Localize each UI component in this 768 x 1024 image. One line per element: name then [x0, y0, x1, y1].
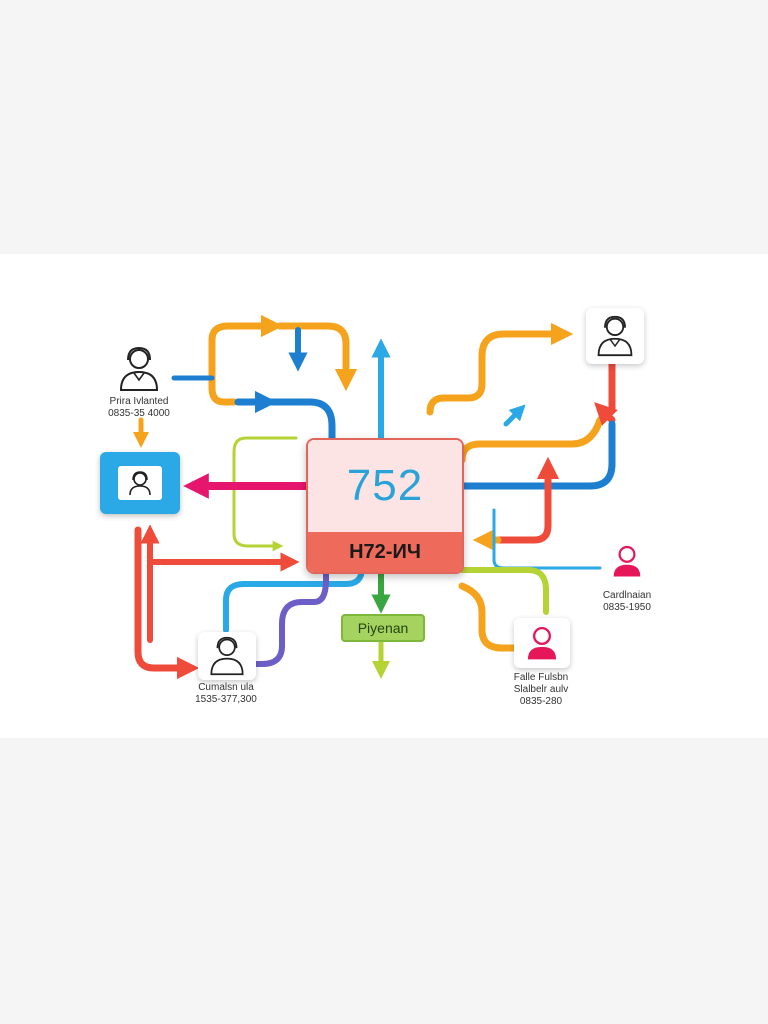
bottom-right-name: Falle Fulsbn — [513, 672, 569, 683]
blue-agent-node[interactable] — [100, 452, 180, 514]
bottom-left-node[interactable] — [198, 632, 256, 680]
top-left-number: 0835-35 4000 — [108, 408, 170, 419]
pill-node[interactable]: Piyenan — [341, 614, 425, 642]
flow-line-orange-bottom-right — [458, 582, 520, 652]
flow-line-lime-loop — [232, 436, 298, 552]
flow-line-red-outer — [134, 526, 200, 680]
flow-line-orange-loop — [276, 322, 358, 392]
bottom-right-number: 0835-280 — [519, 696, 563, 707]
flow-line-orange-top — [208, 314, 284, 406]
flow-line-purple — [245, 567, 329, 667]
central-code: H72-ИЧ — [308, 532, 462, 572]
user-icon — [613, 545, 641, 577]
flow-line-orange-right-mid — [458, 416, 604, 464]
bottom-left-number: 1535-377,300 — [195, 694, 257, 705]
person-icon — [119, 346, 159, 391]
support-agent-icon — [210, 636, 244, 676]
bottom-left-name: Cumalsn ula — [198, 682, 254, 693]
bottom-right-name-2: Slalbelr aulv — [513, 684, 569, 695]
flow-line-red-right-up — [490, 456, 560, 544]
user-icon — [527, 626, 557, 660]
flow-line-orange-right-top — [426, 322, 574, 416]
flow-line-lightblue-diag — [503, 404, 526, 427]
flow-line-blue-arc — [234, 398, 336, 446]
top-right-node[interactable] — [586, 308, 644, 364]
flow-line-red-right-head — [594, 402, 618, 426]
bottom-right-node[interactable] — [514, 618, 570, 668]
right-name: Cardlnaian — [602, 590, 652, 601]
top-left-name: Prira Ivlanted — [109, 396, 169, 407]
support-agent-icon — [597, 315, 633, 357]
right-number: 0835-1950 — [603, 602, 651, 613]
flow-line-blue-right — [456, 420, 616, 490]
flow-line-lime-right — [459, 567, 549, 615]
central-number: 752 — [308, 440, 462, 532]
flow-line-lightblue-bottom — [223, 565, 365, 633]
central-node[interactable]: 752 H72-ИЧ — [306, 438, 464, 574]
support-agent-icon — [129, 471, 151, 496]
